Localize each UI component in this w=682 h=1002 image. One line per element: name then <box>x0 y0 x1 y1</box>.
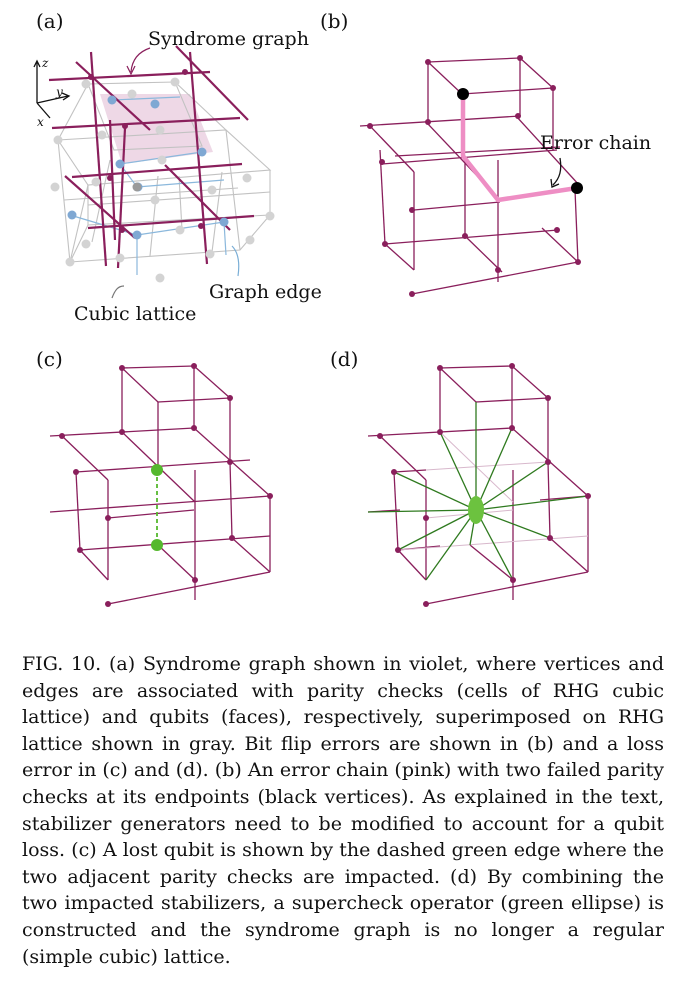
panel-b: (b) <box>320 9 651 297</box>
axis-triad <box>33 59 71 119</box>
panel-d-label: (d) <box>330 347 358 371</box>
supercheck-ellipse <box>468 496 484 524</box>
figure-caption: FIG. 10. (a) Syndrome graph shown in vio… <box>22 651 664 970</box>
failed-check-right <box>571 182 583 194</box>
syndrome-graph-label: Syndrome graph <box>148 28 309 50</box>
panel-d: (d) <box>330 347 591 607</box>
impacted-check-top <box>151 464 163 476</box>
panel-b-lattice-edges <box>359 57 581 295</box>
panel-c-label: (c) <box>36 347 63 371</box>
figure-10: (a) z y x <box>33 9 651 607</box>
supercheck-edges <box>367 402 589 581</box>
graph-vertices-blue <box>67 95 229 240</box>
cubic-lattice-pointer <box>111 285 125 299</box>
syndrome-graph-arrowhead <box>126 65 136 76</box>
graph-edge-label: Graph edge <box>209 281 322 303</box>
error-chain <box>460 94 578 203</box>
panel-d-lattice-vertices <box>377 363 591 607</box>
panel-c-lattice-vertices <box>59 363 273 607</box>
syndrome-graph-vertices <box>88 69 204 233</box>
graph-edge-pointer <box>231 245 240 277</box>
highlight-vertex-gray <box>132 182 142 192</box>
caption-lead: FIG. 10. <box>22 653 102 675</box>
axis-z-label: z <box>41 56 49 70</box>
impacted-check-bottom <box>151 539 163 551</box>
panel-a: (a) z y x <box>33 9 322 325</box>
panel-c: (c) <box>36 347 273 607</box>
panel-a-label: (a) <box>36 9 64 33</box>
panel-c-lattice-edges <box>49 365 271 605</box>
axis-y-label: y <box>55 85 63 99</box>
panel-b-label: (b) <box>320 9 348 33</box>
syndrome-graph-pointer <box>130 47 151 73</box>
error-chain-label: Error chain <box>540 132 651 154</box>
lattice-vertices-gray <box>50 77 275 283</box>
panel-d-lattice-edges <box>367 365 589 605</box>
panel-b-lattice-vertices <box>367 55 581 297</box>
axis-x-label: x <box>37 115 44 129</box>
caption-text: (a) Syndrome graph shown in violet, wher… <box>22 653 665 968</box>
error-chain-pointer <box>552 157 562 186</box>
cubic-lattice-label: Cubic lattice <box>74 303 196 325</box>
error-chain-arrowhead <box>550 178 560 188</box>
failed-check-top <box>457 88 469 100</box>
